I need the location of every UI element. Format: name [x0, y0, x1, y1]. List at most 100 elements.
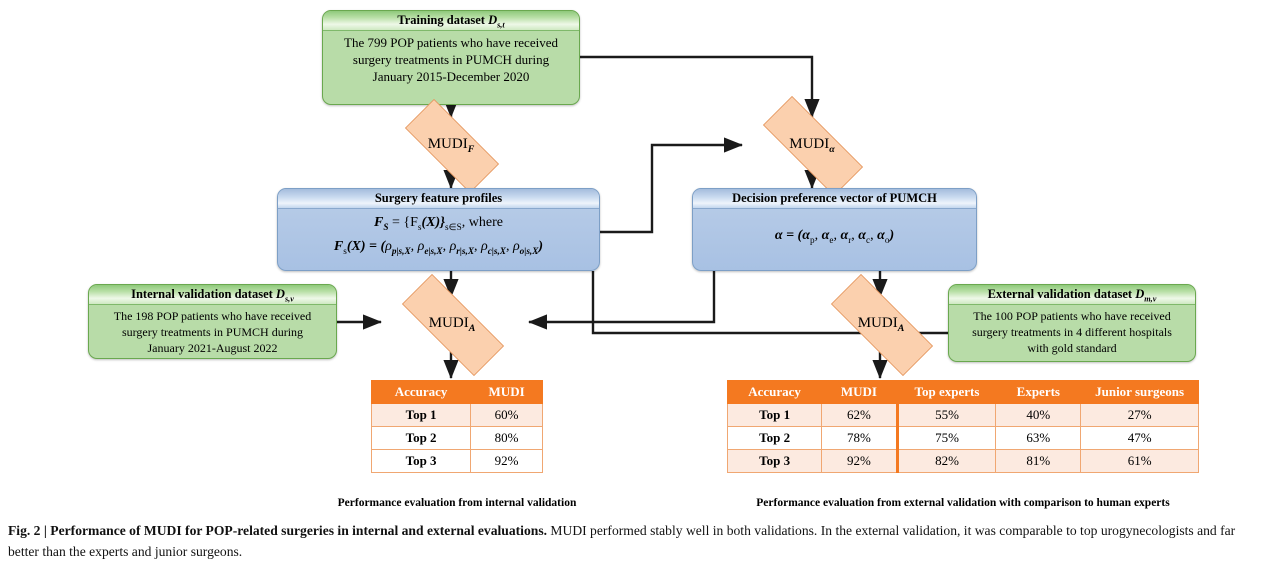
eq1-rhs2-sub: s∈S [445, 221, 462, 232]
external-row0-junior: 27% [1080, 403, 1199, 427]
mudi-alpha-base-text: MUDI [789, 135, 830, 152]
mudi-f-subscript: F [467, 143, 475, 155]
external-row2-top-experts: 82% [896, 449, 997, 473]
training-title-subscript: s,t [497, 20, 505, 30]
pref-close: ) [889, 228, 895, 243]
internal-table-header-row: Accuracy MUDI [370, 380, 543, 404]
external-row2-junior: 61% [1080, 449, 1199, 473]
eq2-lhs: F [333, 238, 344, 254]
internal-row2-label: Top 3 [370, 449, 472, 473]
external-line-1: The 100 POP patients who have received [973, 309, 1171, 323]
eq2-term-0: ρ [385, 238, 392, 254]
external-row0-experts: 40% [995, 403, 1082, 427]
figure-canvas: Training dataset Ds,t The 799 POP patien… [88, 10, 1199, 509]
mudi-alpha-subscript: α [829, 143, 835, 155]
external-row1-label: Top 2 [726, 426, 823, 450]
external-row1-mudi: 78% [821, 426, 899, 450]
mudi-a-right-node: MUDIA [810, 274, 952, 376]
external-validation-dataset-box: External validation dataset Dm,v The 100… [948, 284, 1196, 362]
training-title-text: Training dataset [397, 13, 485, 27]
pref-sub-2: r [848, 234, 852, 245]
internal-row1-label: Top 2 [370, 426, 472, 450]
figure-caption: Fig. 2 | Performance of MUDI for POP-rel… [8, 520, 1261, 562]
mudi-a-left-subscript: A [468, 322, 476, 334]
mudi-a-right-label: MUDIA [858, 315, 905, 334]
external-row0-mudi: 62% [821, 403, 899, 427]
mudi-a-left-label: MUDIA [429, 315, 476, 334]
mudi-a-left-base-text: MUDI [428, 314, 469, 331]
external-line-2: surgery treatments in 4 different hospit… [972, 325, 1172, 339]
table-row: Top 2 80% [370, 426, 543, 450]
external-row0-label: Top 1 [726, 403, 823, 427]
surgery-feature-profiles-title: Surgery feature profiles [278, 189, 599, 209]
external-col-accuracy: Accuracy [726, 380, 823, 404]
table-row: Top 2 78% 75% 63% 47% [726, 426, 1199, 450]
external-col-mudi: MUDI [821, 380, 899, 404]
external-table-header-row: Accuracy MUDI Top experts Experts Junior… [726, 380, 1199, 404]
external-row0-top-experts: 55% [896, 403, 997, 427]
external-results-table-wrap: Accuracy MUDI Top experts Experts Junior… [726, 380, 1199, 473]
eq2-term-4: ρ [512, 238, 520, 254]
internal-line-3: January 2021-August 2022 [147, 341, 278, 355]
mudi-alpha-label: MUDIα [789, 136, 834, 155]
internal-table-caption: Performance evaluation from internal val… [337, 497, 577, 509]
external-col-junior-surgeons: Junior surgeons [1080, 380, 1199, 404]
mudi-a-left-node: MUDIA [381, 274, 523, 376]
internal-line-1: The 198 POP patients who have received [113, 309, 312, 323]
training-line-3: January 2015-December 2020 [372, 69, 530, 84]
mudi-a-right-base-text: MUDI [857, 314, 898, 331]
caption-figure-number: Fig. 2 [8, 523, 41, 538]
eq2-sub-1: e|s,X [424, 245, 443, 256]
external-title-subscript: m,v [1144, 294, 1157, 304]
internal-validation-title: Internal validation dataset Ds,v [89, 285, 336, 305]
eq2-lhs-sub: s [343, 245, 347, 256]
caption-separator: | [43, 523, 47, 538]
mudi-alpha-node: MUDIα [742, 96, 882, 196]
mudi-f-base-text: MUDI [427, 135, 468, 152]
pref-mid: = ( [786, 228, 803, 243]
external-row1-junior: 47% [1080, 426, 1199, 450]
external-row2-experts: 81% [995, 449, 1082, 473]
mudi-a-right-subscript: A [897, 322, 905, 334]
internal-title-symbol: D [275, 287, 285, 301]
external-row1-top-experts: 75% [896, 426, 997, 450]
decision-preference-body: α = (αp, αe, αr, αc, αo) [693, 209, 976, 255]
pref-term-3: α [858, 228, 867, 243]
external-row1-experts: 63% [995, 426, 1082, 450]
internal-row1-mudi: 80% [470, 426, 543, 450]
eq1-rhs2: (X)} [421, 215, 446, 230]
eq1-lhs: F [373, 215, 384, 230]
external-line-3: with gold standard [1027, 341, 1117, 355]
external-table-caption: Performance evaluation from external val… [756, 497, 1170, 509]
internal-line-2: surgery treatments in PUMCH during [121, 325, 304, 339]
internal-row0-label: Top 1 [370, 403, 472, 427]
feature-equation-1: FS = {Fs(X)}s∈S, where [284, 213, 593, 237]
table-row: Top 1 60% [370, 403, 543, 427]
table-row: Top 3 92% 82% 81% 61% [726, 449, 1199, 473]
pref-sub-0: p [809, 234, 815, 245]
decision-preference-vector-box: Decision preference vector of PUMCH α = … [692, 188, 977, 271]
external-title-symbol: D [1135, 287, 1145, 301]
feature-equation-2: Fs(X) = (ρp|s,X, ρe|s,X, ρr|s,X, ρc|s,X,… [333, 238, 544, 256]
external-validation-title: External validation dataset Dm,v [949, 285, 1195, 305]
eq1-tail: , where [461, 215, 503, 230]
pref-term-4: α [877, 228, 885, 243]
eq2-term-1: ρ [417, 238, 425, 254]
internal-col-accuracy: Accuracy [370, 380, 472, 404]
pref-sub-1: e [829, 234, 834, 245]
training-dataset-box: Training dataset Ds,t The 799 POP patien… [322, 10, 580, 105]
mudi-f-node: MUDIF [387, 99, 515, 193]
eq1-rhs: = {F [391, 215, 418, 230]
pref-sub-4: o [884, 234, 890, 245]
eq2-lhs2: (X) = ( [346, 238, 386, 254]
eq2-sub-0: p|s,X [391, 245, 411, 256]
internal-title-text: Internal validation dataset [131, 287, 273, 301]
external-col-top-experts: Top experts [896, 380, 997, 404]
internal-results-table-wrap: Accuracy MUDI Top 1 60% Top 2 80% Top 3 … [370, 380, 543, 473]
table-row: Top 3 92% [370, 449, 543, 473]
external-title-text: External validation dataset [987, 287, 1133, 301]
mudi-f-label: MUDIF [428, 136, 475, 155]
external-row2-mudi: 92% [821, 449, 899, 473]
surgery-feature-profiles-body: FS = {Fs(X)}s∈S, where Fs(X) = (ρp|s,X, … [278, 209, 599, 266]
internal-row2-mudi: 92% [470, 449, 543, 473]
